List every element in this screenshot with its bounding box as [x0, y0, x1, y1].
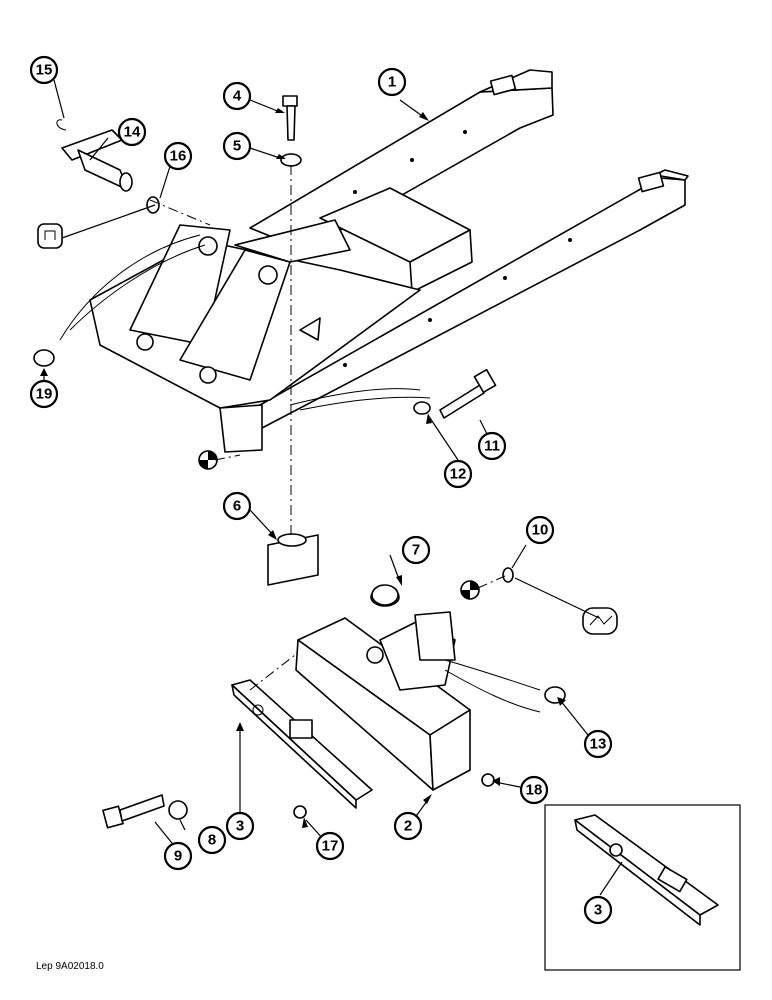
svg-text:7: 7: [412, 542, 420, 559]
svg-text:10: 10: [532, 522, 549, 539]
svg-text:18: 18: [526, 782, 543, 799]
svg-text:17: 17: [322, 838, 339, 855]
bolt-4: [282, 95, 298, 141]
main-frame: [59, 69, 689, 453]
svg-text:11: 11: [484, 438, 500, 455]
svg-text:3: 3: [236, 818, 244, 835]
svg-text:9: 9: [174, 848, 182, 865]
washer-19: [33, 349, 55, 367]
inset-box: [544, 804, 741, 971]
grease-fitting-18: [481, 773, 495, 787]
bolt-11: [439, 368, 497, 419]
grease-fitting-17: [293, 805, 307, 819]
callout-3-inset: 3: [583, 895, 613, 925]
callout-11: 11: [477, 431, 507, 461]
callout-18: 18: [519, 775, 549, 805]
svg-text:8: 8: [208, 832, 216, 849]
svg-text:6: 6: [233, 498, 241, 515]
callout-4: 4: [222, 81, 252, 111]
callout-12: 12: [443, 459, 473, 489]
grease-symbol: [582, 607, 618, 635]
svg-text:5: 5: [233, 138, 241, 155]
inset-plate-3: [574, 814, 719, 926]
callout-17: 17: [315, 831, 345, 861]
locate-mark-right: [460, 580, 480, 600]
callout-10: 10: [525, 515, 555, 545]
pivot-bracket-2: [295, 587, 541, 791]
callout-13: 13: [583, 729, 613, 759]
plate-3: [231, 679, 373, 809]
washer-8: [168, 800, 188, 820]
lock-symbol: [37, 223, 63, 249]
locate-mark-left: [198, 450, 218, 470]
svg-text:15: 15: [36, 62, 53, 79]
callout-3: 3: [225, 811, 255, 841]
svg-text:12: 12: [450, 466, 467, 483]
svg-text:19: 19: [36, 386, 53, 403]
callout-7: 7: [401, 535, 431, 565]
bushing-6: [267, 533, 319, 586]
callout-19: 19: [29, 379, 59, 409]
bolt-9: [102, 794, 165, 829]
svg-text:1: 1: [388, 74, 396, 91]
callout-15: 15: [29, 55, 59, 85]
callout-5: 5: [222, 131, 252, 161]
bush-7: [371, 584, 399, 606]
callout-1: 1: [377, 67, 407, 97]
svg-text:2: 2: [404, 818, 412, 835]
seal-10: [502, 567, 514, 583]
callout-8: 8: [197, 825, 227, 855]
callout-2: 2: [393, 811, 423, 841]
svg-text:16: 16: [170, 148, 187, 165]
svg-text:13: 13: [590, 736, 607, 753]
washer-12: [413, 401, 431, 415]
reference-code: Lep 9A02018.0: [36, 961, 104, 972]
svg-text:4: 4: [233, 88, 242, 105]
callout-16: 16: [163, 141, 193, 171]
callout-14: 14: [117, 117, 147, 147]
washer-5: [280, 153, 302, 167]
svg-text:14: 14: [124, 124, 141, 141]
svg-text:3: 3: [594, 902, 602, 919]
callout-6: 6: [222, 491, 252, 521]
callout-9: 9: [163, 841, 193, 871]
